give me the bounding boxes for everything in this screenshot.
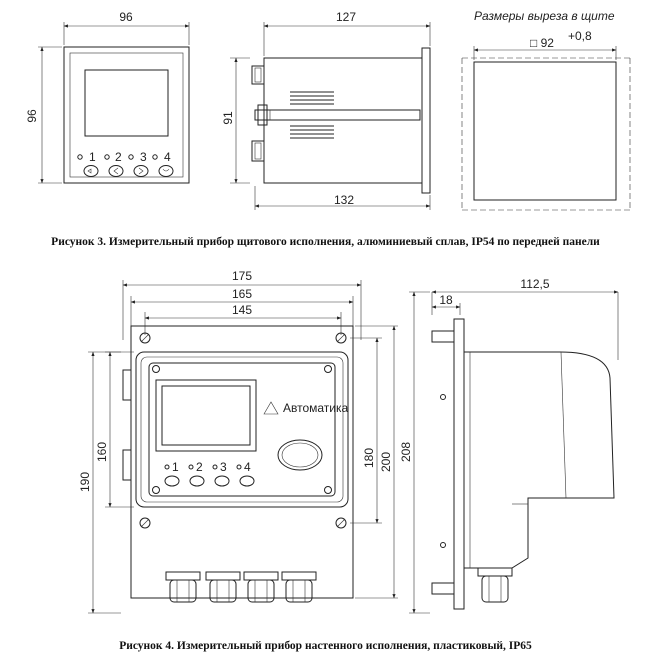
dim-18: 18 xyxy=(439,293,453,307)
dim-91: 91 xyxy=(221,111,235,125)
dim-175: 175 xyxy=(232,269,252,283)
fig4-side-view: 18 112,5 xyxy=(431,277,619,610)
dim-165: 165 xyxy=(232,287,252,301)
dim-200: 200 xyxy=(379,452,393,472)
fig4-front-view: Автоматика 1 2 3 4 xyxy=(122,325,354,603)
fig4-btn-label: 3 xyxy=(220,460,227,474)
dim-180: 180 xyxy=(362,448,376,468)
figure3-caption: Рисунок 3. Измерительный прибор щитового… xyxy=(51,236,600,248)
logo-text: Автоматика xyxy=(283,401,349,415)
dim-145: 145 xyxy=(232,303,252,317)
dim-160: 160 xyxy=(95,442,109,462)
fig3-btn-label: 1 xyxy=(89,150,96,164)
cutout-size: □ 92 xyxy=(530,36,554,50)
dim-127: 127 xyxy=(336,10,356,24)
cable-glands xyxy=(165,571,317,603)
fig3-front-dims: 96 96 xyxy=(25,10,190,184)
dim-96-height: 96 xyxy=(25,109,39,123)
fig3-btn-label: 4 xyxy=(164,150,171,164)
fig4-vertical-dims: 190 160 180 200 208 xyxy=(78,291,430,614)
fig3-side-view xyxy=(251,47,431,194)
cutout-tolerance: +0,8 xyxy=(568,29,592,43)
dim-190: 190 xyxy=(78,472,92,492)
dim-96-width: 96 xyxy=(119,10,133,24)
dim-208: 208 xyxy=(399,442,413,462)
fig3-front-view: 1 2 3 4 xyxy=(63,46,190,184)
fig4-btn-label: 4 xyxy=(244,460,251,474)
dim-132: 132 xyxy=(334,193,354,207)
fig4-btn-label: 1 xyxy=(172,460,179,474)
figure4-caption: Рисунок 4. Измерительный прибор настенно… xyxy=(119,640,532,652)
cutout-title: Размеры выреза в щите xyxy=(474,9,615,23)
fig4-btn-label: 2 xyxy=(196,460,203,474)
dim-112-5: 112,5 xyxy=(520,277,549,291)
fig3-cutout-view: Размеры выреза в щите □ 92 +0,8 xyxy=(461,9,631,211)
fig3-btn-label: 3 xyxy=(140,150,147,164)
fig3-side-dims: 127 91 132 xyxy=(221,10,431,210)
fig4-top-dims: 175 165 145 xyxy=(122,269,362,345)
fig3-btn-label: 2 xyxy=(115,150,122,164)
